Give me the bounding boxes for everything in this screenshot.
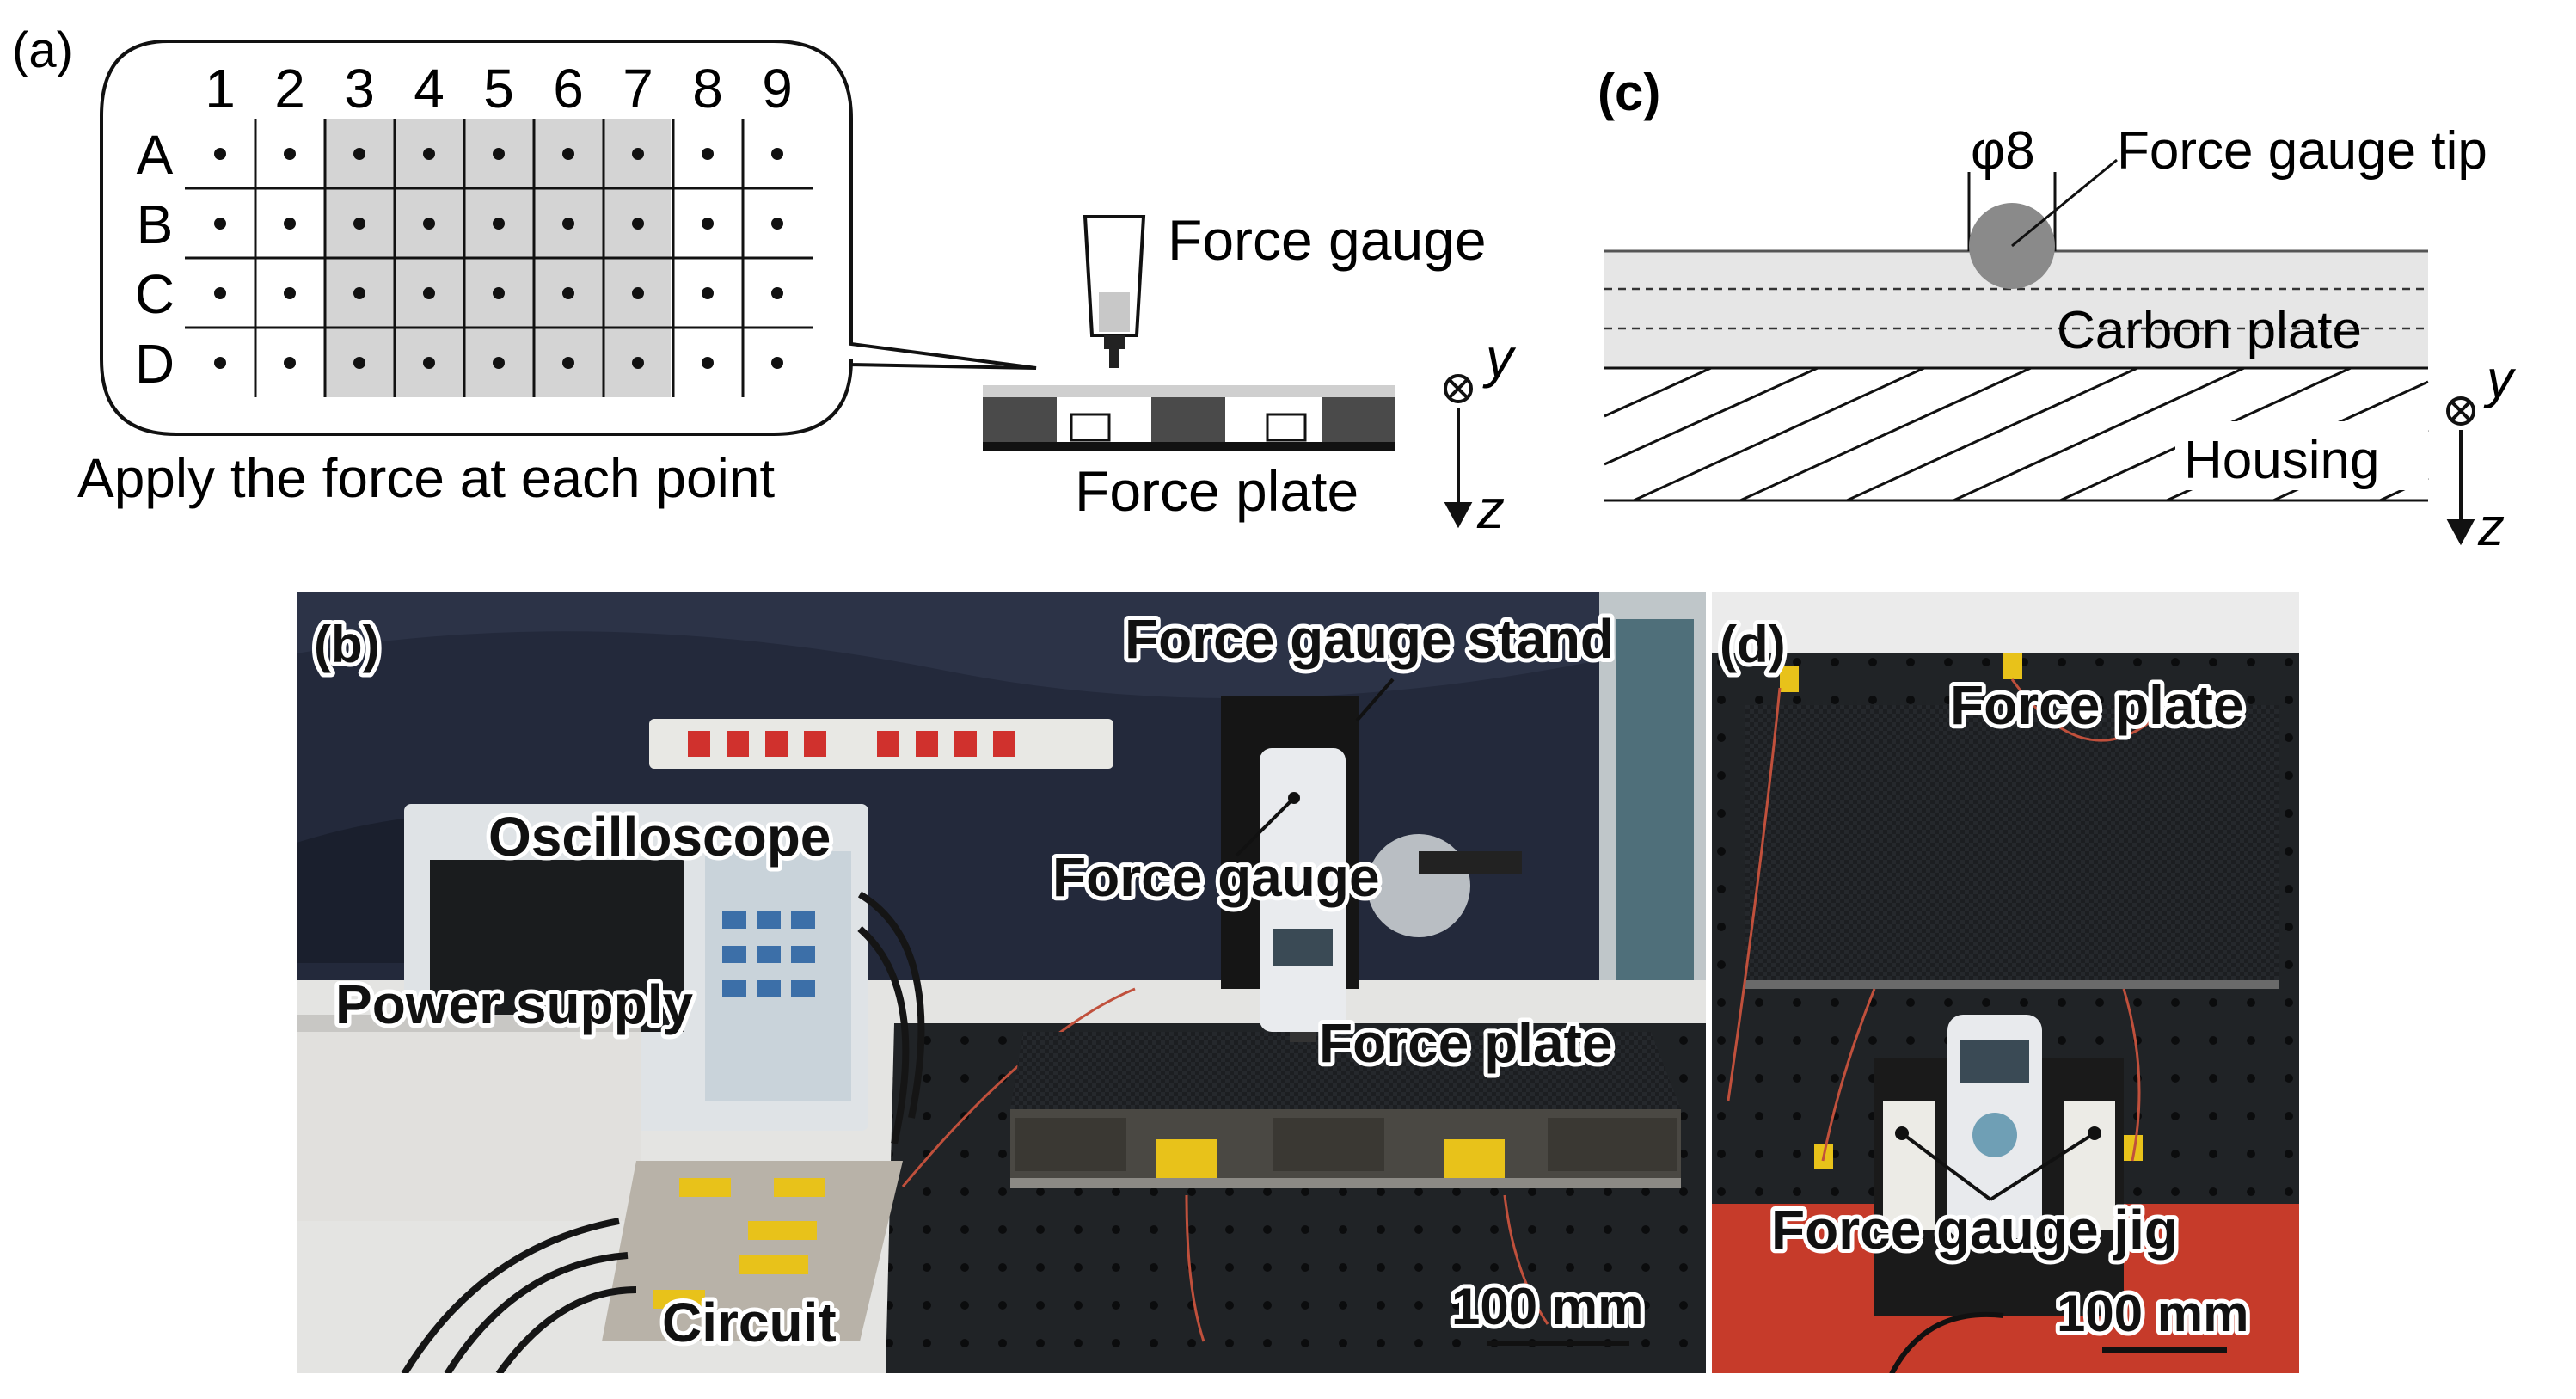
label-power-supply: Power supply xyxy=(335,973,694,1035)
row-label-c: C xyxy=(135,263,175,325)
grid-point-b8 xyxy=(702,218,714,230)
scale-bar-label-d: 100 mm xyxy=(2057,1285,2248,1342)
col-label-1: 1 xyxy=(205,58,236,120)
panel-a-tag: (a) xyxy=(12,22,73,78)
grid-point-b7 xyxy=(632,218,644,230)
grid-point-a6 xyxy=(562,148,574,160)
label-force-gauge-stand: Force gauge stand xyxy=(1125,608,1614,670)
grid-point-a4 xyxy=(423,148,435,160)
leader-stand xyxy=(1355,678,1395,722)
diameter-label: φ8 xyxy=(1971,121,2035,181)
grid-point-d2 xyxy=(284,357,296,369)
force-gauge-icon xyxy=(1083,215,1146,368)
scale-bar-label-b: 100 mm xyxy=(1451,1278,1643,1335)
col-label-5: 5 xyxy=(483,58,514,120)
label-force-gauge-jig: Force gauge jig xyxy=(1771,1199,2178,1261)
carbon-plate-label: Carbon plate xyxy=(2057,301,2362,360)
grid-point-a9 xyxy=(771,148,783,160)
grid-point-b1 xyxy=(214,218,226,230)
axis-z-label-a: z xyxy=(1476,478,1505,540)
axis-y-label-c: y xyxy=(2483,350,2517,409)
grid-point-d6 xyxy=(562,357,574,369)
grid-point-d5 xyxy=(493,357,505,369)
panel-b-labels: (b) Force gauge stand Oscilloscope Force… xyxy=(310,604,1647,1358)
grid-point-d3 xyxy=(353,357,365,369)
panel-d-tag: (d) xyxy=(1720,616,1786,673)
panel-c: (c) φ8 Force gauge tip Carbon plate xyxy=(1598,64,2517,557)
panel-d-labels: (d) Force plate Force gauge jig 100 mm xyxy=(1715,611,2253,1347)
axis-y-label-a: y xyxy=(1482,327,1517,389)
grid-point-d8 xyxy=(702,357,714,369)
label-force-gauge: Force gauge xyxy=(1052,846,1380,908)
force-gauge-label: Force gauge xyxy=(1168,208,1487,272)
housing-label: Housing xyxy=(2184,431,2379,490)
grid-point-a3 xyxy=(353,148,365,160)
grid-point-d7 xyxy=(632,357,644,369)
force-plate-schematic xyxy=(983,385,1395,451)
row-label-b: B xyxy=(137,193,174,255)
grid-point-a5 xyxy=(493,148,505,160)
grid-points xyxy=(214,148,783,369)
col-label-4: 4 xyxy=(414,58,445,120)
tip-label: Force gauge tip xyxy=(2117,121,2487,181)
axis-indicator-c xyxy=(2446,396,2475,546)
panel-b-tag: (b) xyxy=(314,616,380,673)
label-circuit: Circuit xyxy=(662,1292,837,1353)
panel-d-photo xyxy=(1711,592,2300,1374)
grid-point-c6 xyxy=(562,287,574,299)
grid-point-b9 xyxy=(771,218,783,230)
grid-point-b3 xyxy=(353,218,365,230)
panel-c-tag: (c) xyxy=(1598,64,1660,121)
label-force-plate-d: Force plate xyxy=(1950,674,2243,736)
grid-point-c2 xyxy=(284,287,296,299)
grid-point-c9 xyxy=(771,287,783,299)
label-oscilloscope: Oscilloscope xyxy=(488,806,831,868)
grid-point-a1 xyxy=(214,148,226,160)
axis-z-label-c: z xyxy=(2477,498,2505,557)
panel-b-photo xyxy=(297,592,1707,1374)
grid-point-b2 xyxy=(284,218,296,230)
grid-point-c3 xyxy=(353,287,365,299)
col-label-6: 6 xyxy=(553,58,584,120)
row-label-a: A xyxy=(137,124,174,186)
panel-a: (a) 1 2 3 4 5 6 7 8 xyxy=(12,22,1517,540)
grid-point-c4 xyxy=(423,287,435,299)
force-plate-label: Force plate xyxy=(1075,459,1359,523)
grid-point-c7 xyxy=(632,287,644,299)
col-label-9: 9 xyxy=(762,58,793,120)
grid-point-c1 xyxy=(214,287,226,299)
grid-point-b6 xyxy=(562,218,574,230)
grid-point-d9 xyxy=(771,357,783,369)
grid-point-a8 xyxy=(702,148,714,160)
grid-point-c8 xyxy=(702,287,714,299)
grid-point-b5 xyxy=(493,218,505,230)
col-label-3: 3 xyxy=(344,58,375,120)
axis-indicator-a xyxy=(1444,374,1473,529)
panel-a-caption: Apply the force at each point xyxy=(77,447,775,509)
col-label-8: 8 xyxy=(692,58,723,120)
col-label-2: 2 xyxy=(274,58,305,120)
label-force-plate-b: Force plate xyxy=(1319,1012,1612,1074)
col-label-7: 7 xyxy=(623,58,653,120)
grid-point-a7 xyxy=(632,148,644,160)
test-grid xyxy=(185,119,813,397)
grid-point-d1 xyxy=(214,357,226,369)
grid-point-c5 xyxy=(493,287,505,299)
leader-gauge xyxy=(1235,796,1296,857)
grid-point-a2 xyxy=(284,148,296,160)
grid-point-b4 xyxy=(423,218,435,230)
grid-point-d4 xyxy=(423,357,435,369)
row-label-d: D xyxy=(135,333,175,395)
leaders-jig xyxy=(1900,1132,2096,1201)
